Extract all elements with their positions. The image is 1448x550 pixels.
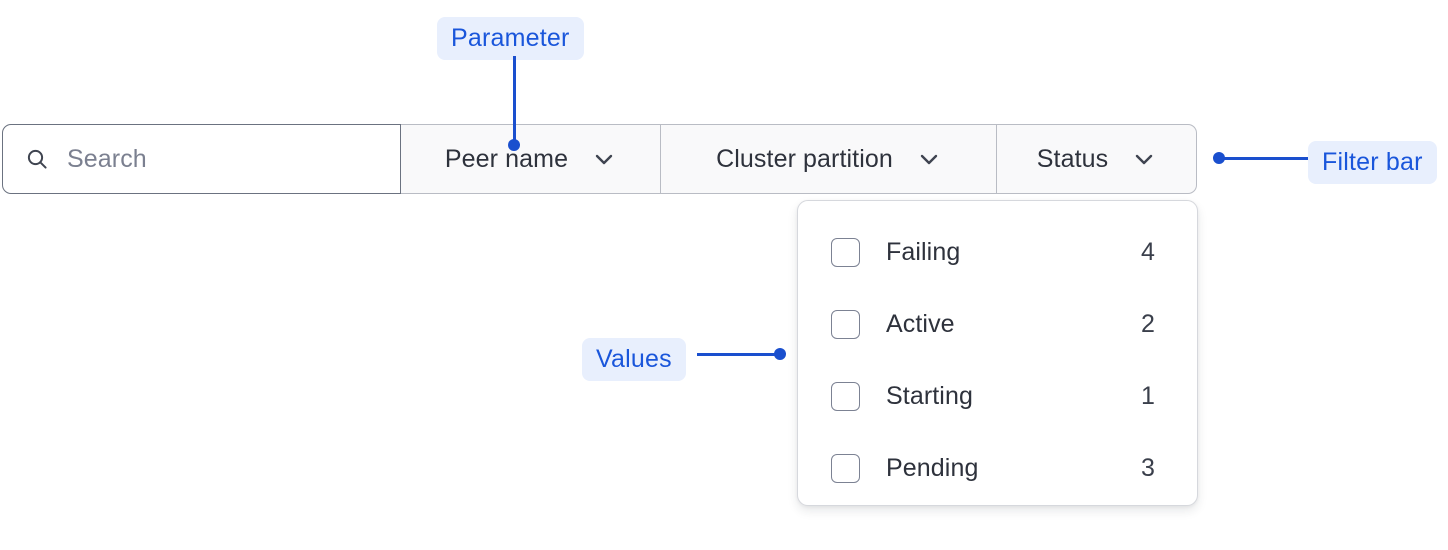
checkbox-active[interactable]: [831, 309, 860, 339]
annotation-dot-filter-bar: [1213, 152, 1225, 164]
list-item[interactable]: Failing 4: [798, 216, 1197, 288]
list-item[interactable]: Active 2: [798, 288, 1197, 360]
annotation-label-values: Values: [582, 338, 686, 381]
search-icon: [27, 149, 47, 169]
search-input[interactable]: Search: [2, 124, 401, 194]
dropdown-cluster-partition[interactable]: Cluster partition: [661, 124, 997, 194]
dropdown-status[interactable]: Status: [997, 124, 1197, 194]
option-count: 1: [1140, 381, 1155, 410]
option-label: Starting: [886, 381, 973, 410]
annotation-label-filter-bar: Filter bar: [1308, 141, 1437, 184]
dropdown-peer-name-label: Peer name: [444, 144, 569, 173]
chevron-down-icon: [595, 154, 613, 165]
checkbox-starting[interactable]: [831, 381, 860, 411]
option-label: Pending: [886, 453, 979, 482]
search-placeholder: Search: [67, 144, 147, 173]
annotation-dot-parameter: [508, 139, 520, 151]
option-count: 3: [1140, 453, 1155, 482]
chevron-down-icon: [920, 154, 938, 165]
annotation-connector-filter-bar: [1222, 157, 1308, 160]
checkbox-failing[interactable]: [831, 237, 860, 267]
annotation-dot-values: [774, 348, 786, 360]
checkbox-pending[interactable]: [831, 453, 860, 483]
option-label: Failing: [886, 237, 961, 266]
annotation-label-parameter: Parameter: [437, 17, 584, 60]
option-label: Active: [886, 309, 955, 338]
list-item[interactable]: Pending 3: [798, 432, 1197, 504]
annotation-connector-parameter: [513, 56, 516, 146]
dropdown-cluster-partition-label: Cluster partition: [716, 144, 893, 173]
list-item[interactable]: Starting 1: [798, 360, 1197, 432]
option-count: 4: [1140, 237, 1155, 266]
dropdown-peer-name[interactable]: Peer name: [401, 124, 661, 194]
annotation-connector-values: [697, 353, 779, 356]
chevron-down-icon: [1136, 154, 1153, 165]
dropdown-status-label: Status: [1036, 144, 1109, 173]
filter-bar: Search Peer name Cluster partition Statu…: [2, 124, 1197, 194]
status-dropdown-panel: Failing 4 Active 2 Starting 1 Pending 3: [797, 200, 1198, 506]
option-count: 2: [1140, 309, 1155, 338]
